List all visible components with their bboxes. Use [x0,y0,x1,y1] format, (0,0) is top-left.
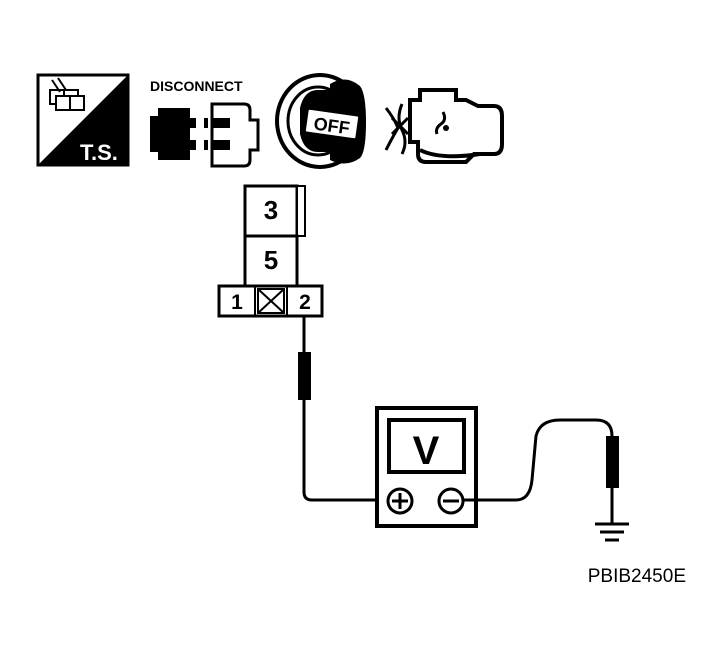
harness-connector: 3 5 1 2 [217,184,324,318]
disconnect-icon: DISCONNECT [150,78,260,168]
ignition-key-icon: OFF [275,73,366,169]
pin-2-label: 2 [299,291,311,314]
pin-1-label: 1 [231,291,243,314]
engine-stop-icon [384,88,504,164]
ts-label: T.S. [80,140,118,165]
figure-code: PBIB2450E [588,566,686,587]
positive-test-lead [298,316,390,502]
voltmeter: V [375,406,478,528]
pin-5-label: 5 [264,245,278,275]
ground-icon [595,522,629,542]
ignition-label: OFF [313,114,351,139]
pin-3-label: 3 [264,195,278,225]
ts-icon: T.S. [36,73,130,167]
disconnect-label: DISCONNECT [150,78,243,94]
negative-test-lead [463,418,619,524]
voltmeter-display [387,418,466,474]
voltmeter-label: V [413,429,440,473]
